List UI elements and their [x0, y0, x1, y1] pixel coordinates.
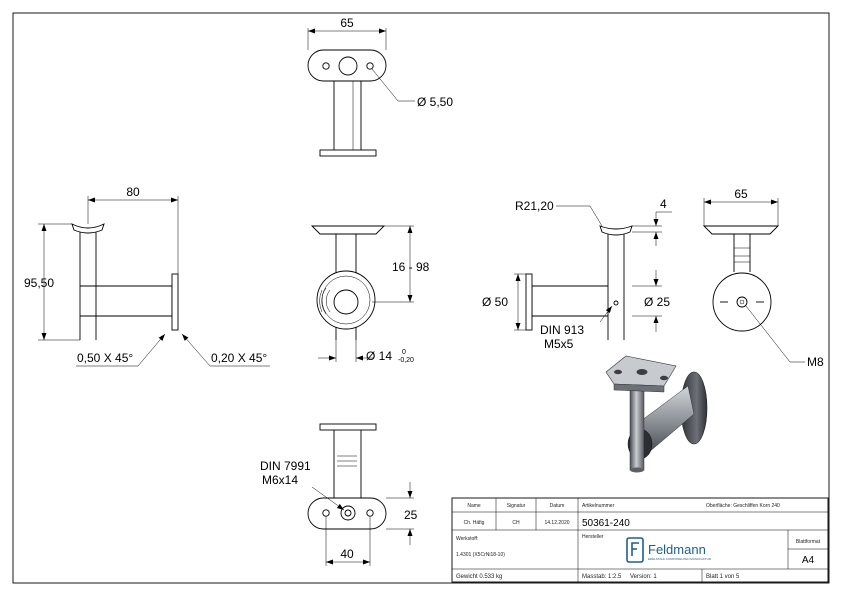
- tb-version: Version: 1: [630, 574, 657, 580]
- brand-tagline: EDELSTAHL KOMPONENTEN MANUFAKTUR: [648, 557, 712, 561]
- front-tol-lower: -0,20: [398, 357, 414, 364]
- side-height-dim: 95,50: [24, 276, 54, 290]
- tb-material-value: 1.4301 (X5CrNi18-10): [456, 552, 505, 558]
- right-screw-line1: DIN 913: [540, 323, 584, 337]
- side-view: 80 95,50 0,50 X 45° 0,20 X 45°: [24, 185, 270, 367]
- brand-name: Feldmann: [648, 542, 706, 557]
- tb-article-label: Artikelnummer: [582, 503, 615, 509]
- tb-name-value: Ch. Häfig: [464, 520, 485, 526]
- tb-material-label: Werkstoff:: [456, 536, 478, 542]
- right-view: R21,20 4 Ø 50 Ø 25 DIN 913 M5x5: [482, 197, 672, 351]
- tb-surface: Oberfläche: Geschliffen Korn 240: [706, 503, 780, 509]
- bottom-view: DIN 7991 M6x14 25 40: [260, 423, 418, 566]
- bottom-width-dim: 40: [340, 547, 354, 561]
- far-width-dim: 65: [734, 187, 748, 201]
- chamfer-right-dim: 0,20 X 45°: [211, 351, 267, 365]
- tb-weight: Gewicht 0.533 kg: [456, 574, 502, 580]
- isometric-render: [605, 355, 708, 473]
- top-view: 65 Ø 5,50: [307, 16, 453, 157]
- right-screw-line2: M5x5: [544, 337, 574, 351]
- right-top-dim: 4: [660, 197, 667, 211]
- tb-scale: Masstab: 1:2.5: [582, 574, 622, 580]
- tb-manufacturer-label: Hersteller: [582, 534, 604, 540]
- sheet-border: [12, 12, 830, 584]
- right-disc-dim: Ø 50: [482, 295, 508, 309]
- chamfer-left-dim: 0,50 X 45°: [77, 351, 133, 365]
- tb-signature-value: CH: [512, 520, 520, 526]
- feldmann-logo: Feldmann EDELSTAHL KOMPONENTEN MANUFAKTU…: [626, 537, 712, 563]
- front-view: 16 - 98 Ø 14 0 -0,20: [310, 225, 430, 364]
- tb-date-header: Datum: [550, 503, 565, 509]
- far-thread-dim: M8: [807, 355, 824, 369]
- right-radius-dim: R21,20: [515, 199, 554, 213]
- title-block: Name Signatur Datum Ch. Häfig CH 14.12.2…: [451, 497, 829, 583]
- bottom-screw-line1: DIN 7991: [260, 459, 311, 473]
- top-width-dim: 65: [340, 16, 354, 30]
- tb-format-label: Blattformat: [796, 539, 821, 545]
- right-tube-dim: Ø 25: [644, 295, 670, 309]
- tb-signature-header: Signatur: [507, 503, 526, 509]
- top-hole-dim: Ø 5,50: [417, 95, 453, 109]
- side-width-dim: 80: [126, 185, 140, 199]
- front-tol-upper: 0: [402, 349, 406, 356]
- tb-article-value: 50361-240: [582, 518, 630, 529]
- bottom-height-dim: 25: [404, 508, 418, 522]
- front-tube-dim: Ø 14: [366, 349, 392, 363]
- front-range-dim: 16 - 98: [392, 260, 430, 274]
- bottom-screw-line2: M6x14: [262, 473, 298, 487]
- far-right-view: 65 M8: [702, 187, 824, 369]
- tb-format-value: A4: [802, 555, 815, 566]
- tb-name-header: Name: [467, 503, 481, 509]
- tb-date-value: 14.12.2020: [544, 520, 569, 526]
- tb-sheet: Blatt 1 von 5: [706, 574, 740, 580]
